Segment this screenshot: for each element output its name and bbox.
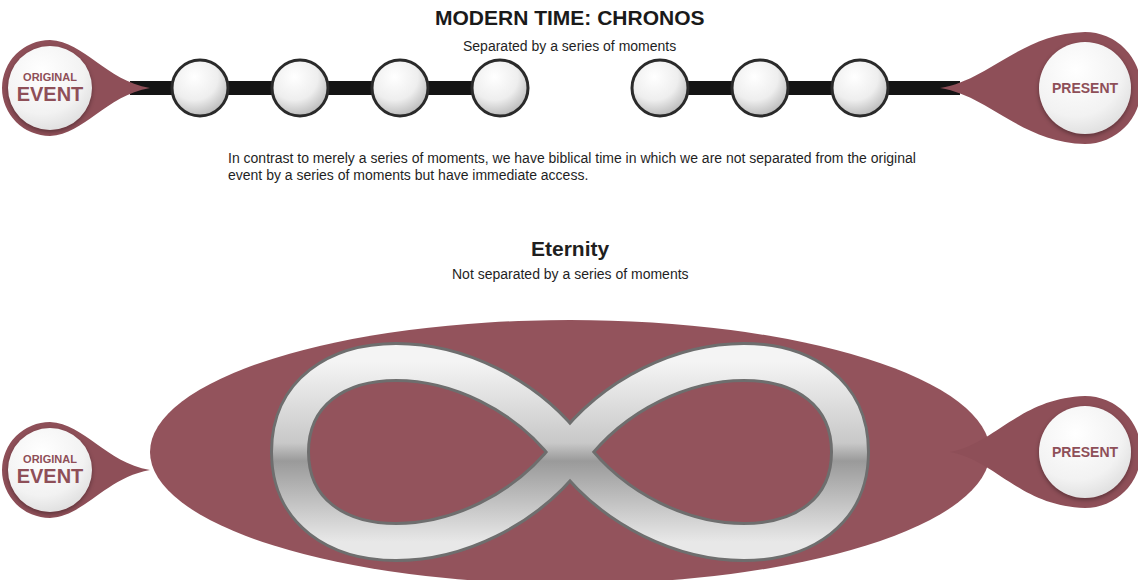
event-circle: PRESENT: [1039, 406, 1131, 498]
section-heading: Eternity: [531, 236, 609, 261]
node-text: ORIGINAL: [23, 72, 77, 83]
infinity-symbol: [290, 362, 850, 542]
diagram-title: MODERN TIME: CHRONOS: [435, 6, 705, 30]
infinity-symbol: [290, 362, 850, 542]
node-text: ORIGINAL: [23, 454, 77, 465]
node-text: PRESENT: [1052, 81, 1118, 95]
teardrop-shape: [2, 422, 150, 518]
teardrop-shape: [2, 40, 150, 136]
node-text: EVENT: [17, 466, 84, 486]
eternity-ground: [150, 320, 990, 580]
note-text: In contrast to merely a series of moment…: [228, 150, 918, 184]
chain-link: [660, 81, 960, 95]
event-circle: PRESENT: [1039, 42, 1131, 134]
moment-circles: [172, 60, 888, 116]
teardrop-shape: [940, 32, 1138, 144]
node-text: EVENT: [17, 84, 84, 104]
event-circle: ORIGINALEVENT: [8, 46, 92, 130]
subtitle: Separated by a series of moments: [463, 38, 676, 55]
teardrop-shape: [950, 396, 1138, 508]
subtitle: Not separated by a series of moments: [452, 266, 689, 283]
event-circle: ORIGINALEVENT: [8, 428, 92, 512]
node-text: PRESENT: [1052, 445, 1118, 459]
